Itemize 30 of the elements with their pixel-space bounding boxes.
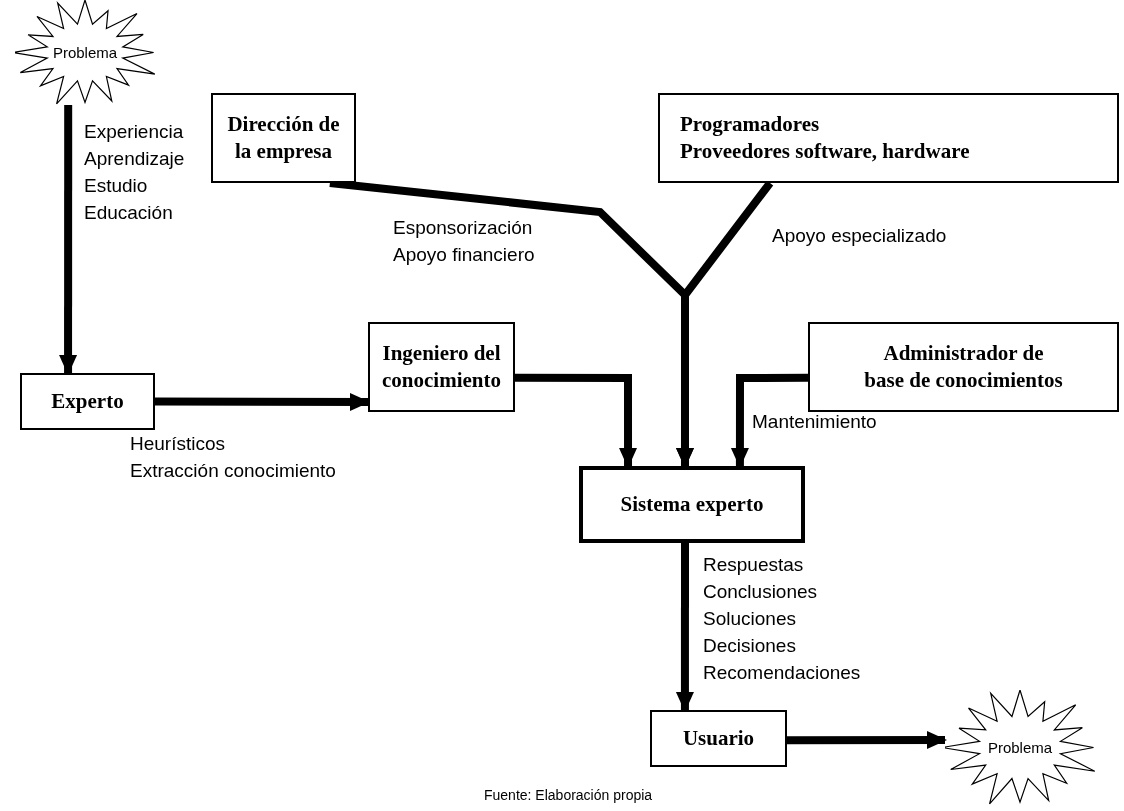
node-label: Administrador de base de conocimientos	[864, 340, 1063, 394]
edge-label: Heurísticos Extracción conocimiento	[130, 432, 336, 483]
arrow	[155, 393, 370, 412]
node-label: Ingeniero del conocimiento	[382, 340, 501, 394]
arrow	[515, 373, 638, 468]
arrow	[730, 373, 808, 468]
starburst-shape	[15, 0, 155, 105]
node-label: Problema	[52, 43, 118, 63]
node-label: Problema	[987, 738, 1053, 758]
process-box	[368, 322, 515, 412]
starburst-shape	[945, 690, 1095, 805]
process-box	[211, 93, 356, 183]
edge-label: Experiencia Aprendizaje Estudio Educación	[84, 120, 185, 225]
node-label: Sistema experto	[620, 491, 764, 518]
edge-label: Apoyo especializado	[772, 224, 947, 248]
edge-label: Esponsorización Apoyo financiero	[393, 216, 535, 267]
node-label: Usuario	[682, 725, 755, 752]
process-box	[20, 373, 155, 430]
edge-label: Mantenimiento	[752, 410, 877, 434]
system-box	[579, 466, 805, 543]
arrow	[675, 543, 694, 712]
edge-label: Respuestas Conclusiones Soluciones Decisiones Recomendaciones	[703, 553, 861, 685]
node-label: Programadores Proveedores software, hardware	[680, 111, 970, 165]
process-box	[650, 710, 787, 767]
process-box	[658, 93, 1119, 183]
node-label: Dirección de la empresa	[227, 111, 340, 165]
arrow	[787, 731, 947, 750]
node-label: Experto	[51, 388, 124, 415]
process-box	[808, 322, 1119, 412]
caption: Fuente: Elaboración propia	[484, 786, 653, 804]
